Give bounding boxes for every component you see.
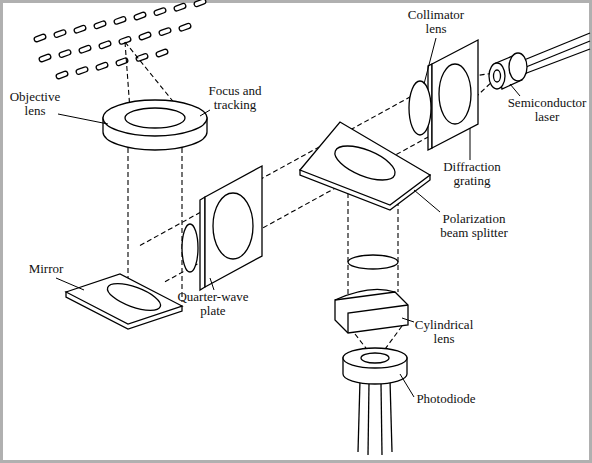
leader-line [400,374,414,397]
part-label: Cylindrical lens [408,318,480,346]
leader-line [424,38,436,84]
pit [194,0,207,7]
beam-line [181,140,182,302]
part-label: Objective lens [2,90,68,118]
leader-line [470,128,471,160]
pin [390,380,392,452]
pin [524,49,590,74]
splitter-face [300,122,430,205]
mirror-face [66,274,182,324]
pin [368,383,369,455]
pit [54,29,67,38]
lens-ring-top [103,100,207,136]
condenser-lens [348,255,398,269]
pin [381,383,382,455]
leader-line [58,114,108,124]
pit [74,25,87,34]
pit [94,20,107,29]
leader-line [402,318,414,322]
leader-lines [56,38,520,397]
mirror [66,274,182,329]
photodiode [343,348,407,455]
diffraction-grating-plate [432,40,478,148]
part-label: Focus and tracking [198,84,272,112]
beam-line [347,185,348,296]
pit [79,45,92,54]
pit [179,23,192,32]
pin [358,380,360,452]
part-label: Photodiode [410,392,482,406]
beam-spot [330,139,399,187]
laser-front [489,63,505,89]
diode-can-top [343,348,407,368]
pit [134,12,147,21]
pit [99,40,112,49]
part-label: Semiconductor laser [504,96,590,124]
lens-glass [125,108,185,128]
leader-line [56,278,84,290]
cylindrical-lens-curve [335,289,395,300]
laser-flange [509,53,527,81]
pit [76,66,89,75]
disc-pits [34,0,207,79]
pit [139,32,152,41]
plate-window [213,193,253,259]
grating-window [439,64,471,124]
leader-line [510,84,520,96]
part-label: Diffraction grating [436,160,508,188]
cylindrical-lens-body [335,292,408,333]
pit [159,27,172,36]
polarization-beam-splitter [300,122,430,210]
laser-window [494,70,501,82]
pin [524,33,590,60]
quarter-wave-plate [182,166,262,290]
plate-lens [182,224,198,272]
pit [56,71,69,80]
pit [156,49,169,58]
diode-window [361,353,389,363]
pit [96,62,109,71]
collimator-glass [409,81,431,135]
pin [526,41,590,67]
semiconductor-laser [489,33,590,89]
leader-line [414,190,440,212]
collimator-assembly [409,40,478,150]
part-label: Quarter-wave plate [170,290,256,318]
beam-spot [104,278,163,316]
pit [39,54,52,63]
cylindrical-lens-edge [348,305,408,333]
part-label: Polarization beam splitter [428,212,520,240]
part-label: Collimator lens [400,8,472,36]
pit [59,49,72,58]
pit [34,34,47,43]
pit [174,3,187,12]
leader-line [210,278,214,290]
pit [114,16,127,25]
pit [154,7,167,16]
plate-edge [200,197,205,290]
cylindrical-lens-group [335,255,408,333]
beam-line [127,140,128,284]
objective-lens [103,100,207,150]
leader-line [200,110,210,116]
part-label: Mirror [20,262,72,276]
plate-frame [205,166,262,287]
beam-line [125,42,130,110]
